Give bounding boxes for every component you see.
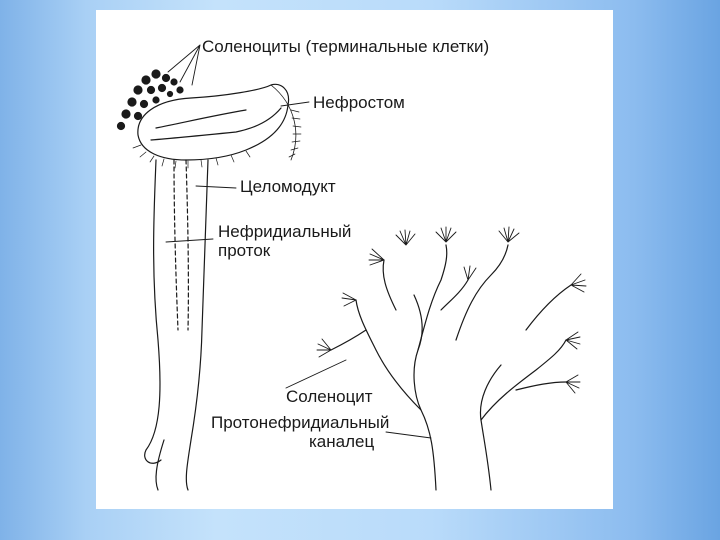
- label-coelomoduct: Целомодукт: [240, 178, 336, 196]
- solenocyte-fans: [317, 227, 586, 393]
- coelomoduct-tube: [145, 160, 208, 490]
- label-nephridial-duct-2: проток: [218, 242, 270, 260]
- label-nephrostome: Нефростом: [313, 94, 405, 112]
- label-protonephridial-2: каналец: [309, 433, 374, 451]
- label-solenocytes: Соленоциты (терминальные клетки): [202, 38, 489, 56]
- slide-panel: Соленоциты (терминальные клетки) Нефрост…: [96, 10, 613, 509]
- label-protonephridial-1: Протонефридиальный: [211, 414, 389, 432]
- protonephridium: [331, 245, 571, 490]
- label-solenocyte: Соленоцит: [286, 388, 373, 406]
- nephrostome-funnel: [138, 84, 296, 160]
- label-nephridial-duct-1: Нефридиальный: [218, 223, 351, 241]
